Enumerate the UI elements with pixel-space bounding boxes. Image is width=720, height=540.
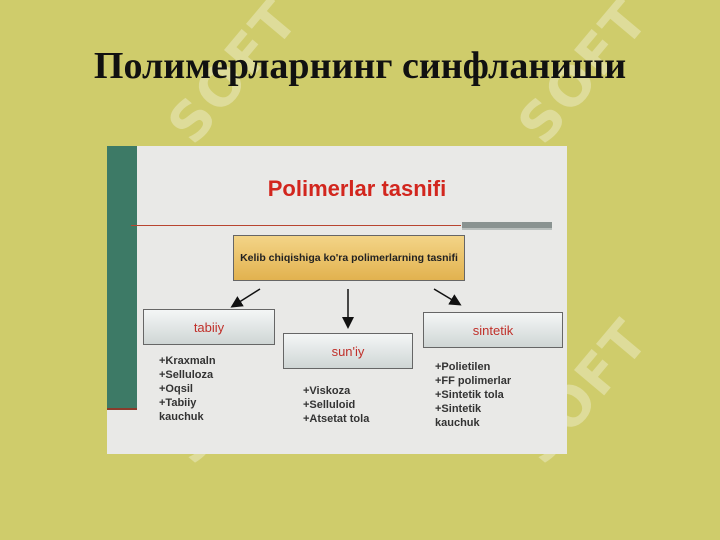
list-item: +Tabiiy kauchuk (159, 397, 204, 423)
arrow-to-tabiiy (230, 288, 261, 308)
slide-title: Полимерларнинг синфланиши (93, 45, 627, 87)
connector-arrows (230, 288, 462, 329)
root-node: Kelib chiqishiga ko'ra polimerlarning ta… (233, 235, 465, 281)
list-tabiiy: +Kraxmaln +Selluloza +Oqsil +Tabiiy kauc… (159, 354, 269, 424)
diagram-title: Polimerlar tasnifi (267, 176, 447, 201)
list-item: +Kraxmaln (159, 355, 216, 367)
list-item: +Selluloza (159, 369, 214, 381)
list-sintetik: +Polietilen +FF polimerlar +Sintetik tol… (435, 360, 555, 430)
classification-diagram: Polimerlar tasnifi Kelib chiqishiga ko'r… (107, 146, 567, 454)
category-suniy: sun'iy (283, 333, 413, 369)
grey-rule (462, 222, 552, 228)
list-item: +Selluloid (303, 399, 356, 411)
list-item: +Sintetik kauchuk (435, 403, 482, 429)
list-item: +Oqsil (159, 383, 193, 395)
category-tabiiy: tabiiy (143, 309, 275, 345)
accent-bar-foot (107, 408, 137, 410)
list-item: +Atsetat tola (303, 413, 370, 425)
accent-bar (107, 146, 137, 408)
title-underline (131, 225, 461, 226)
list-item: +Viskoza (303, 385, 351, 397)
list-item: +FF polimerlar (435, 375, 512, 387)
grey-rule-light (462, 228, 552, 230)
list-suniy: +Viskoza +Selluloid +Atsetat tola (303, 384, 413, 426)
category-sintetik: sintetik (423, 312, 563, 348)
arrow-to-sintetik (433, 288, 462, 306)
list-item: +Sintetik tola (435, 389, 504, 401)
list-item: +Polietilen (435, 361, 491, 373)
